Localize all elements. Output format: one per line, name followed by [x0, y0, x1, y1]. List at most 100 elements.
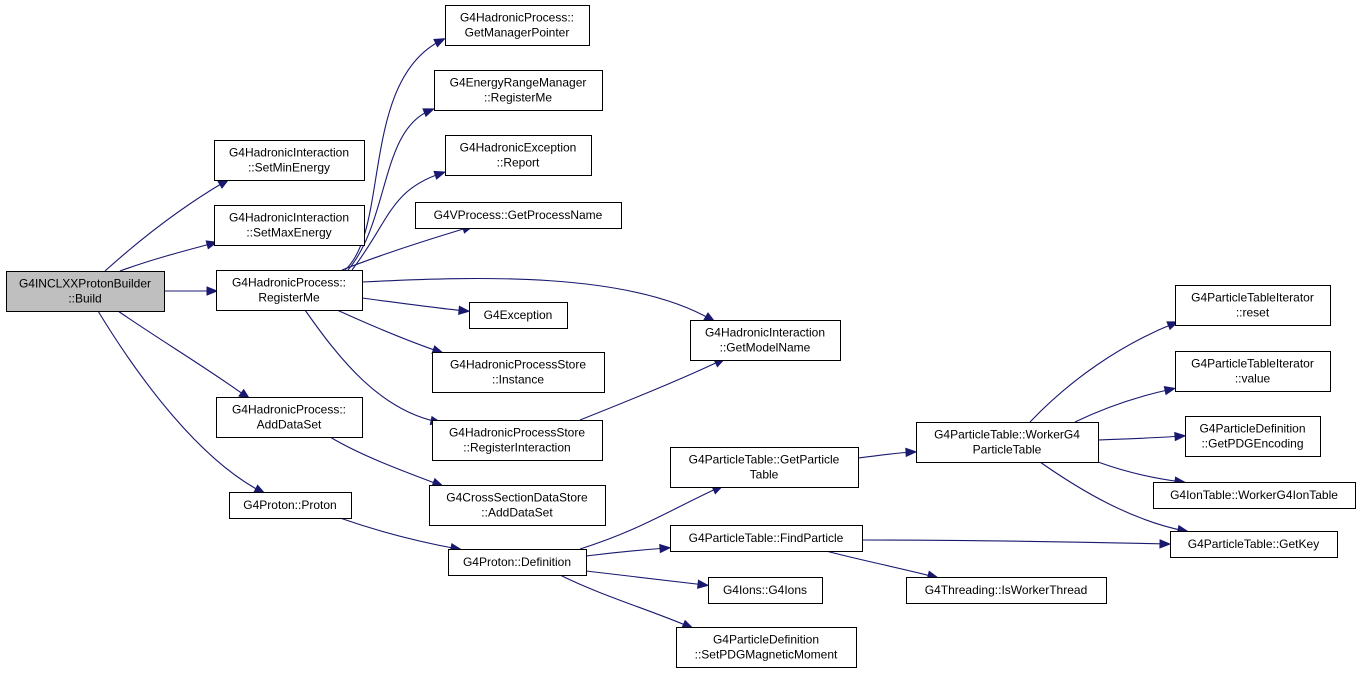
node-box [670, 525, 863, 552]
node-proton[interactable]: G4Proton::Proton [229, 492, 352, 519]
node-label: ::SetMinEnergy [248, 161, 330, 175]
node-box [1185, 416, 1321, 457]
node-getkey[interactable]: G4ParticleTable::GetKey [1170, 531, 1338, 558]
node-label: G4Proton::Proton [243, 498, 336, 512]
node-box [445, 135, 592, 176]
node-modelname[interactable]: G4HadronicInteraction::GetModelName [690, 320, 841, 361]
node-label: G4HadronicInteraction [705, 326, 825, 340]
node-box [415, 202, 622, 229]
node-box [916, 422, 1099, 463]
node-label: GetManagerPointer [465, 26, 570, 40]
edge-regme-to-erm [347, 108, 436, 271]
node-label: G4HadronicProcess:: [232, 403, 346, 417]
node-iontable[interactable]: G4IonTable::WorkerG4IonTable [1153, 482, 1356, 509]
node-box [1153, 482, 1356, 509]
node-procname[interactable]: G4VProcess::GetProcessName [415, 202, 622, 229]
node-box [216, 397, 363, 438]
edge-gpt-to-worker [857, 447, 918, 459]
node-label: G4HadronicException [460, 141, 577, 155]
node-reset[interactable]: G4ParticleTableIterator::reset [1175, 285, 1331, 326]
node-label: G4HadronicProcess:: [232, 276, 346, 290]
node-label: G4VProcess::GetProcessName [434, 208, 603, 222]
node-label: G4Ions::G4Ions [723, 583, 807, 597]
node-label: ParticleTable [973, 443, 1042, 457]
node-label: G4Proton::Definition [463, 555, 571, 569]
edge-build-to-adddata [117, 310, 251, 400]
edge-regme-to-hpsinst [336, 309, 445, 355]
node-label: G4Exception [484, 308, 553, 322]
node-hexc[interactable]: G4HadronicException::Report [445, 135, 592, 176]
node-label: G4ParticleTable::GetKey [1188, 537, 1319, 551]
node-setmin[interactable]: G4HadronicInteraction::SetMinEnergy [214, 140, 365, 181]
edge-pdef-to-setpdg [559, 574, 695, 629]
edge-regme-to-hexc [351, 170, 447, 271]
node-label: ::AddDataSet [481, 506, 553, 520]
node-label: RegisterMe [258, 291, 320, 305]
node-label: ::RegisterMe [484, 91, 552, 105]
node-label: ::GetModelName [720, 341, 811, 355]
node-box [670, 447, 859, 488]
node-box [429, 485, 606, 526]
node-label: G4ParticleTableIterator [1191, 357, 1314, 371]
edge-adddata-to-csds [329, 436, 445, 487]
node-box [229, 492, 352, 519]
node-box [214, 140, 365, 181]
node-value[interactable]: G4ParticleTableIterator::value [1175, 351, 1331, 392]
node-box [906, 577, 1107, 604]
edge-findp-to-isworker [825, 550, 940, 580]
node-box [445, 5, 590, 46]
node-label: G4INCLXXProtonBuilder [19, 277, 151, 291]
edge-build-to-regme [163, 286, 219, 296]
node-label: G4ParticleTable::FindParticle [689, 531, 844, 545]
node-label: G4ParticleTable::GetParticle [689, 453, 840, 467]
node-setmax[interactable]: G4HadronicInteraction::SetMaxEnergy [214, 205, 365, 246]
edge-worker-to-value [1074, 385, 1177, 423]
node-box [1175, 351, 1331, 392]
node-label: ::Instance [492, 373, 544, 387]
node-label: ::SetPDGMagneticMoment [695, 648, 838, 662]
node-erm[interactable]: G4EnergyRangeManager::RegisterMe [434, 70, 603, 111]
node-hpsreg[interactable]: G4HadronicProcessStore::RegisterInteract… [432, 420, 603, 461]
node-findp[interactable]: G4ParticleTable::FindParticle [670, 525, 863, 552]
node-pdef[interactable]: G4Proton::Definition [448, 549, 587, 576]
node-label: G4HadronicInteraction [229, 211, 349, 225]
node-adddata[interactable]: G4HadronicProcess::AddDataSet [216, 397, 363, 438]
node-label: Table [750, 468, 779, 482]
edge-findp-to-getkey [861, 539, 1172, 549]
node-hpsinst[interactable]: G4HadronicProcessStore::Instance [432, 352, 605, 393]
node-g4exc[interactable]: G4Exception [469, 302, 568, 329]
node-ions[interactable]: G4Ions::G4Ions [708, 577, 823, 604]
node-setpdg[interactable]: G4ParticleDefinition::SetPDGMagneticMome… [676, 627, 857, 668]
edge-build-to-setmin [104, 178, 230, 272]
node-box [1170, 531, 1338, 558]
edge-pdef-to-ions [585, 570, 710, 589]
node-box [434, 70, 603, 111]
node-box [432, 420, 603, 461]
node-regme[interactable]: G4HadronicProcess::RegisterMe [216, 270, 363, 311]
node-box [216, 270, 363, 311]
node-box [214, 205, 365, 246]
node-label: ::GetPDGEncoding [1201, 437, 1303, 451]
node-getpdg[interactable]: G4ParticleDefinition::GetPDGEncoding [1185, 416, 1321, 457]
node-label: G4IonTable::WorkerG4IonTable [1170, 488, 1338, 502]
edge-worker-to-iontable [1097, 461, 1187, 486]
node-label: ::RegisterInteraction [463, 441, 570, 455]
node-csds[interactable]: G4CrossSectionDataStore::AddDataSet [429, 485, 606, 526]
node-box [448, 549, 587, 576]
node-build[interactable]: G4INCLXXProtonBuilder::Build [6, 271, 165, 312]
node-getmgr[interactable]: G4HadronicProcess::GetManagerPointer [445, 5, 590, 46]
edge-pdef-to-findp [585, 543, 672, 557]
edge-regme-to-getmgr [344, 38, 446, 271]
node-label: ::SetMaxEnergy [246, 226, 331, 240]
node-label: G4ParticleTable::WorkerG4 [934, 428, 1080, 442]
node-label: AddDataSet [257, 418, 322, 432]
node-label: ::Build [68, 292, 101, 306]
node-box [432, 352, 605, 393]
node-label: G4HadronicProcessStore [449, 426, 585, 440]
node-label: G4HadronicProcessStore [450, 358, 586, 372]
node-isworker[interactable]: G4Threading::IsWorkerThread [906, 577, 1107, 604]
node-box [708, 577, 823, 604]
